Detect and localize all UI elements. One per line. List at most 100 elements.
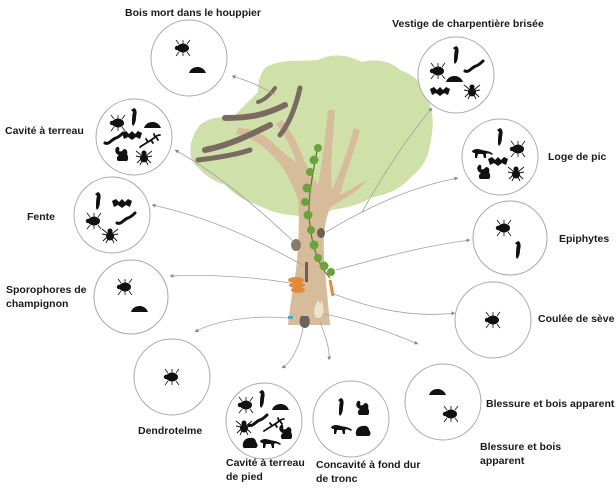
arrow-bois-mort (231, 75, 276, 96)
beetle-icon (237, 396, 254, 414)
squirrel-icon (279, 424, 293, 439)
spider-icon (101, 228, 119, 244)
label-line: apparent (480, 455, 525, 468)
beetle-icon (429, 62, 446, 80)
arrow-vestige (361, 107, 433, 213)
microhabitat-circle-loge-pic (461, 118, 539, 196)
arrow-sporophores (169, 273, 291, 284)
label-fente: Fente (27, 211, 56, 223)
worm-icon (115, 211, 137, 225)
circle-outline (73, 176, 151, 254)
circle-outline (312, 380, 390, 458)
microhabitat-circle-dendrotelme (133, 338, 211, 416)
beetle-icon (109, 114, 126, 132)
microhabitat-circle-concavite (312, 380, 390, 458)
microhabitat-circle-cavite-terreau (95, 98, 173, 176)
label-loge-pic: Loge de pic (548, 151, 607, 163)
beetle-icon (509, 140, 526, 158)
circle-outline (93, 259, 169, 335)
beetle-icon (442, 405, 459, 423)
crack (305, 262, 308, 282)
worm-icon (463, 59, 485, 73)
spider-icon (507, 166, 525, 182)
dead-branches (195, 85, 303, 163)
microhabitat-circle-vestige (417, 36, 495, 114)
arrow-cavite-pied (281, 327, 304, 369)
marten-icon (331, 425, 352, 434)
dendrotelm (288, 316, 293, 319)
label-sporophores: Sporophores de champignon (6, 283, 87, 311)
bat-icon (488, 157, 508, 166)
beetle-icon (484, 311, 501, 329)
microhabitat-circle-bois-mort (150, 19, 228, 97)
beetle-icon (116, 278, 133, 296)
snail-icon (189, 67, 206, 73)
arrow-fente (151, 203, 305, 267)
beetle-icon (163, 368, 180, 386)
fungus (288, 277, 305, 293)
microhabitat-circle-epiphytes (472, 200, 548, 276)
frog-icon (355, 425, 371, 436)
arrow-coulee (333, 293, 456, 316)
squirrel-icon (356, 400, 370, 415)
label-line: de pied (226, 471, 263, 484)
bird-icon (131, 108, 137, 126)
bat-icon (112, 199, 132, 208)
bird-icon (497, 128, 503, 146)
snail-icon (446, 76, 463, 82)
label-concavite: Concavité à fond dur de tronc (316, 458, 420, 486)
snail-icon (429, 389, 446, 395)
label-coulee: Coulée de sève (538, 313, 615, 325)
arrow-dendrotelme (194, 316, 289, 333)
arrows (151, 75, 471, 369)
arrow-epiphytes (335, 238, 471, 271)
label-vestige: Vestige de charpentière brisée (392, 18, 544, 30)
microhabitat-circle-blessure (404, 363, 482, 441)
bat-icon (122, 131, 142, 140)
circle-outline (472, 200, 548, 276)
arrow-cavite-terreau (174, 149, 295, 243)
basal-cavity (299, 316, 310, 328)
snail-icon (131, 306, 148, 312)
snail-icon (272, 404, 289, 410)
squirrel-icon (477, 164, 491, 179)
label-line: Blessure et bois (480, 441, 562, 453)
bird-icon (259, 390, 265, 408)
worm-icon (247, 413, 269, 427)
label-blessure: Blessure et bois apparent (486, 398, 615, 410)
worm-icon (103, 131, 125, 145)
bat-icon (430, 87, 450, 96)
label-line: Sporophores de (6, 284, 87, 296)
bird-icon (453, 46, 459, 64)
beetle-icon (85, 212, 102, 230)
label-cavite-pied: Cavité à terreau de pied (226, 456, 305, 484)
label-line: de tronc (316, 473, 358, 486)
microhabitat-circle-fente (73, 176, 151, 254)
bird-icon (338, 398, 344, 416)
label-blessure-extra: Blessure et bois apparent (480, 440, 561, 468)
beetle-icon (174, 39, 191, 57)
bird-icon (95, 192, 101, 210)
arrow-blessure (323, 313, 419, 345)
spider-icon (235, 420, 253, 436)
tree (190, 55, 433, 328)
microhabitat-circle-coulee-seve (454, 281, 532, 359)
arrow-concavite (319, 321, 332, 361)
microhabitat-circle-cavite-pied (225, 382, 303, 460)
sap-run (328, 279, 335, 297)
label-line: Cavité à terreau (226, 457, 305, 469)
label-line: champignon (6, 298, 69, 311)
marten-icon (472, 149, 493, 158)
arrow-loge-pic (325, 176, 459, 233)
ivy (301, 144, 335, 279)
spider-icon (135, 150, 153, 166)
lizard-icon (139, 133, 161, 148)
microhabitat-circle-sporophores (93, 259, 169, 335)
spider-icon (463, 84, 481, 100)
label-line: Concavité à fond dur (316, 459, 421, 471)
label-epiphytes: Epiphytes (559, 233, 610, 245)
tree-trunk (236, 110, 372, 325)
label-dendrotelme: Dendrotelme (138, 425, 203, 437)
tree-foliage (190, 55, 433, 217)
